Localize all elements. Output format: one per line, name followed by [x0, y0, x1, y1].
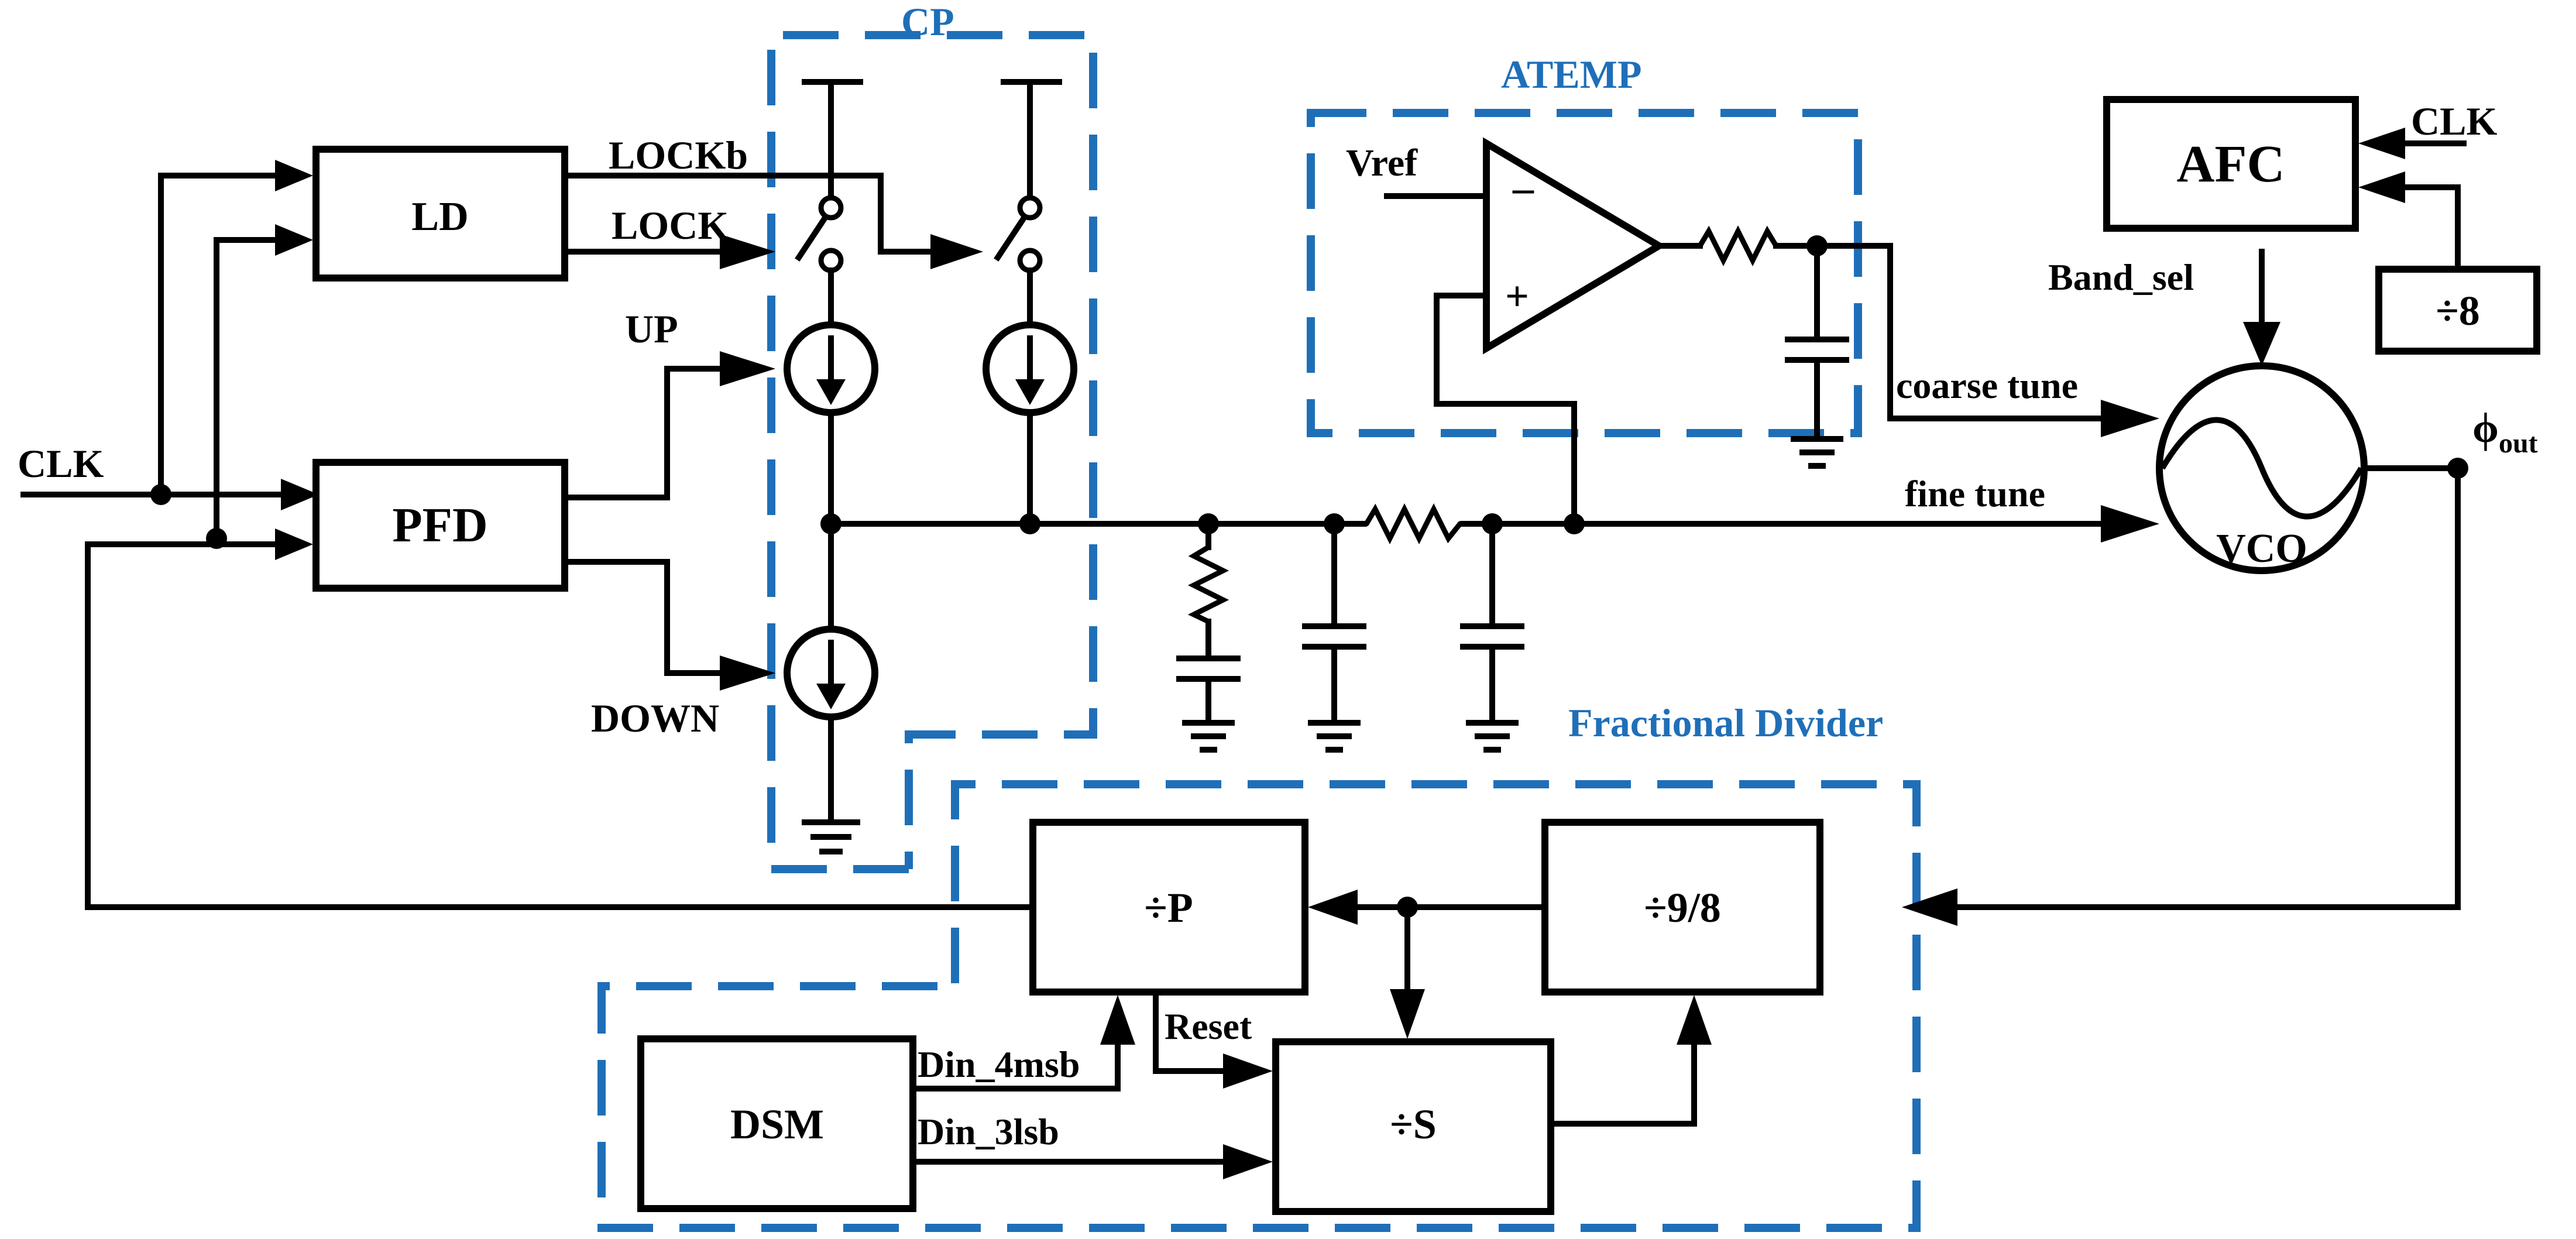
opamp-plus: +	[1505, 273, 1529, 320]
atemp-circuit: – + Vref coarse tune	[1346, 137, 2159, 527]
cp-group: CP	[767, 0, 1097, 873]
clk-input: CLK	[18, 160, 319, 910]
fractional-divider-label: Fractional Divider	[1568, 701, 1883, 745]
up-label: UP	[625, 307, 678, 351]
divider-wiring: Reset Din_4msb Din_3lsb	[910, 890, 1712, 1179]
pfd-block: PFD	[312, 459, 568, 592]
charge-pump	[784, 79, 1077, 854]
div98-label: ÷9/8	[1644, 884, 1721, 931]
up-down-signals: UP DOWN	[562, 307, 775, 740]
afc-block: AFC	[2103, 96, 2359, 232]
clk-input-label: CLK	[18, 441, 104, 486]
atemp-label: ATEMP	[1501, 52, 1642, 97]
vco-label: VCO	[2216, 526, 2307, 571]
fine-tune-label: fine tune	[1905, 473, 2045, 514]
band-sel-label: Band_sel	[2048, 256, 2194, 298]
fractional-divider-group: Fractional Divider	[597, 701, 1921, 1232]
div8-block: ÷8	[2375, 266, 2540, 355]
reset-label: Reset	[1165, 1005, 1252, 1047]
din-4msb-label: Din_4msb	[918, 1044, 1080, 1085]
ld-block: LD	[312, 146, 568, 282]
afc-clk: CLK	[2358, 99, 2497, 272]
phi-symbol: ϕ	[2472, 404, 2499, 451]
coarse-tune-label: coarse tune	[1896, 365, 2078, 406]
afc-clk-label: CLK	[2411, 99, 2497, 143]
feedback-path	[85, 465, 2461, 926]
divP-block: ÷P	[1029, 819, 1308, 996]
vref-label: Vref	[1346, 142, 1418, 184]
pfd-label: PFD	[392, 498, 487, 552]
phi-subscript: out	[2499, 428, 2538, 459]
opamp	[1483, 137, 1666, 355]
lockb-label: LOCKb	[609, 133, 748, 177]
divS-label: ÷S	[1390, 1101, 1437, 1148]
atemp-group: ATEMP	[1307, 52, 1862, 437]
opamp-minus: –	[1512, 164, 1534, 211]
loop-filter: fine tune	[828, 473, 2159, 753]
cp-label: CP	[901, 0, 954, 44]
dsm-label: DSM	[730, 1101, 824, 1148]
vco: VCO Band_sel ϕout	[2048, 249, 2538, 574]
down-label: DOWN	[591, 696, 719, 740]
lock-label: LOCK	[612, 203, 729, 248]
divS-block: ÷S	[1272, 1038, 1554, 1215]
ld-label: LD	[411, 194, 468, 239]
div98-block: ÷9/8	[1541, 819, 1823, 996]
lock-signals: LOCKb LOCK	[562, 133, 983, 269]
div8-label: ÷8	[2436, 287, 2480, 334]
dsm-block: DSM	[637, 1035, 916, 1212]
din-3lsb-label: Din_3lsb	[918, 1111, 1059, 1152]
divP-label: ÷P	[1144, 884, 1193, 931]
phi-out-label: ϕout	[2472, 404, 2538, 459]
afc-label: AFC	[2177, 135, 2285, 193]
